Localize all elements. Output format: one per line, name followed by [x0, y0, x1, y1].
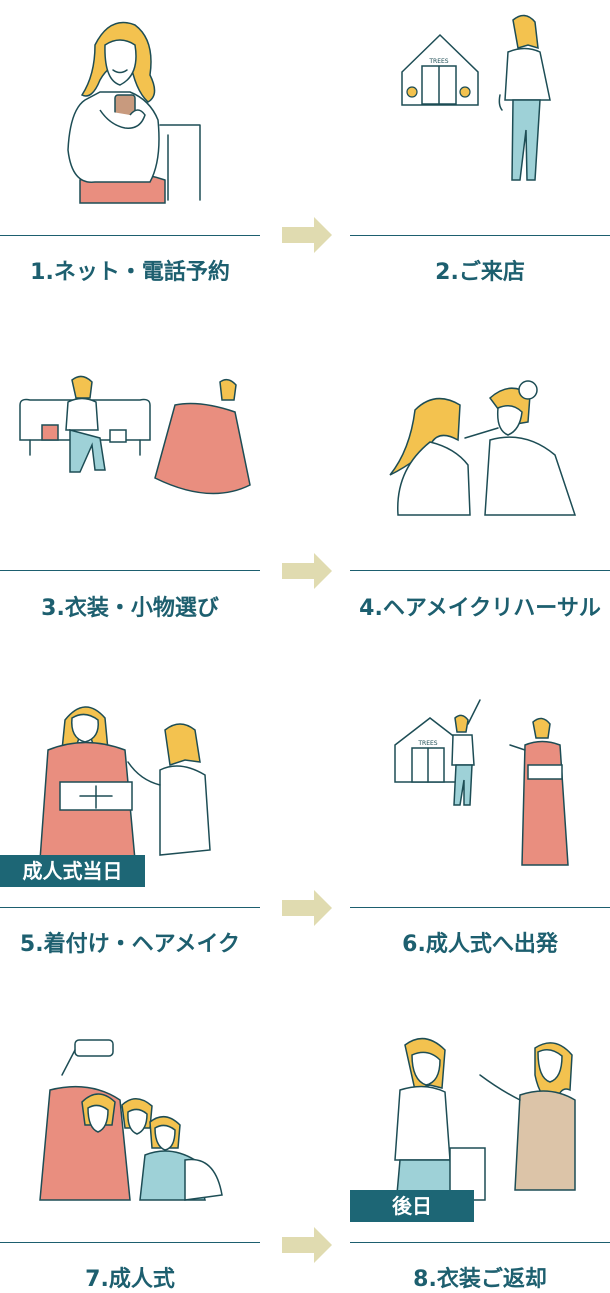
divider-step-1	[0, 235, 260, 236]
divider-step-2	[350, 235, 610, 236]
illustration-dressing	[0, 690, 260, 885]
illustration-ceremony	[0, 1030, 260, 1210]
step-4-label: 4.ヘアメイクリハーサル	[359, 596, 601, 621]
step-2-label: 2.ご来店	[435, 260, 525, 285]
ceremony-day-badge: 成人式当日	[0, 855, 145, 887]
store-sign-text-2: TREES	[417, 740, 437, 747]
step-8-label: 8.衣装ご返却	[413, 1267, 547, 1292]
step-7-label: 7.成人式	[85, 1267, 175, 1292]
divider-step-4	[350, 570, 610, 571]
divider-step-7	[0, 1242, 260, 1243]
illustration-departure: TREES	[350, 690, 610, 890]
step-3-label: 3.衣装・小物選び	[41, 596, 219, 621]
divider-step-8	[350, 1242, 610, 1243]
illustration-hair-makeup-rehearsal	[350, 330, 610, 545]
divider-step-6	[350, 907, 610, 908]
illustration-costume-selection	[0, 330, 260, 545]
illustration-store-visit: TREES	[350, 0, 610, 215]
store-sign-text: TREES	[428, 58, 448, 65]
arrow-3-to-4	[282, 553, 332, 589]
arrow-7-to-8	[282, 1227, 332, 1263]
step-5-label: 5.着付け・ヘアメイク	[19, 932, 241, 957]
step-1-label: 1.ネット・電話予約	[30, 260, 230, 285]
illustration-costume-return	[350, 1030, 610, 1210]
arrow-5-to-6	[282, 890, 332, 926]
later-day-badge: 後日	[350, 1190, 474, 1222]
arrow-1-to-2	[282, 217, 332, 253]
divider-step-3	[0, 570, 260, 571]
illustration-phone-reservation	[0, 0, 260, 215]
step-6-label: 6.成人式へ出発	[402, 932, 558, 957]
divider-step-5	[0, 907, 260, 908]
